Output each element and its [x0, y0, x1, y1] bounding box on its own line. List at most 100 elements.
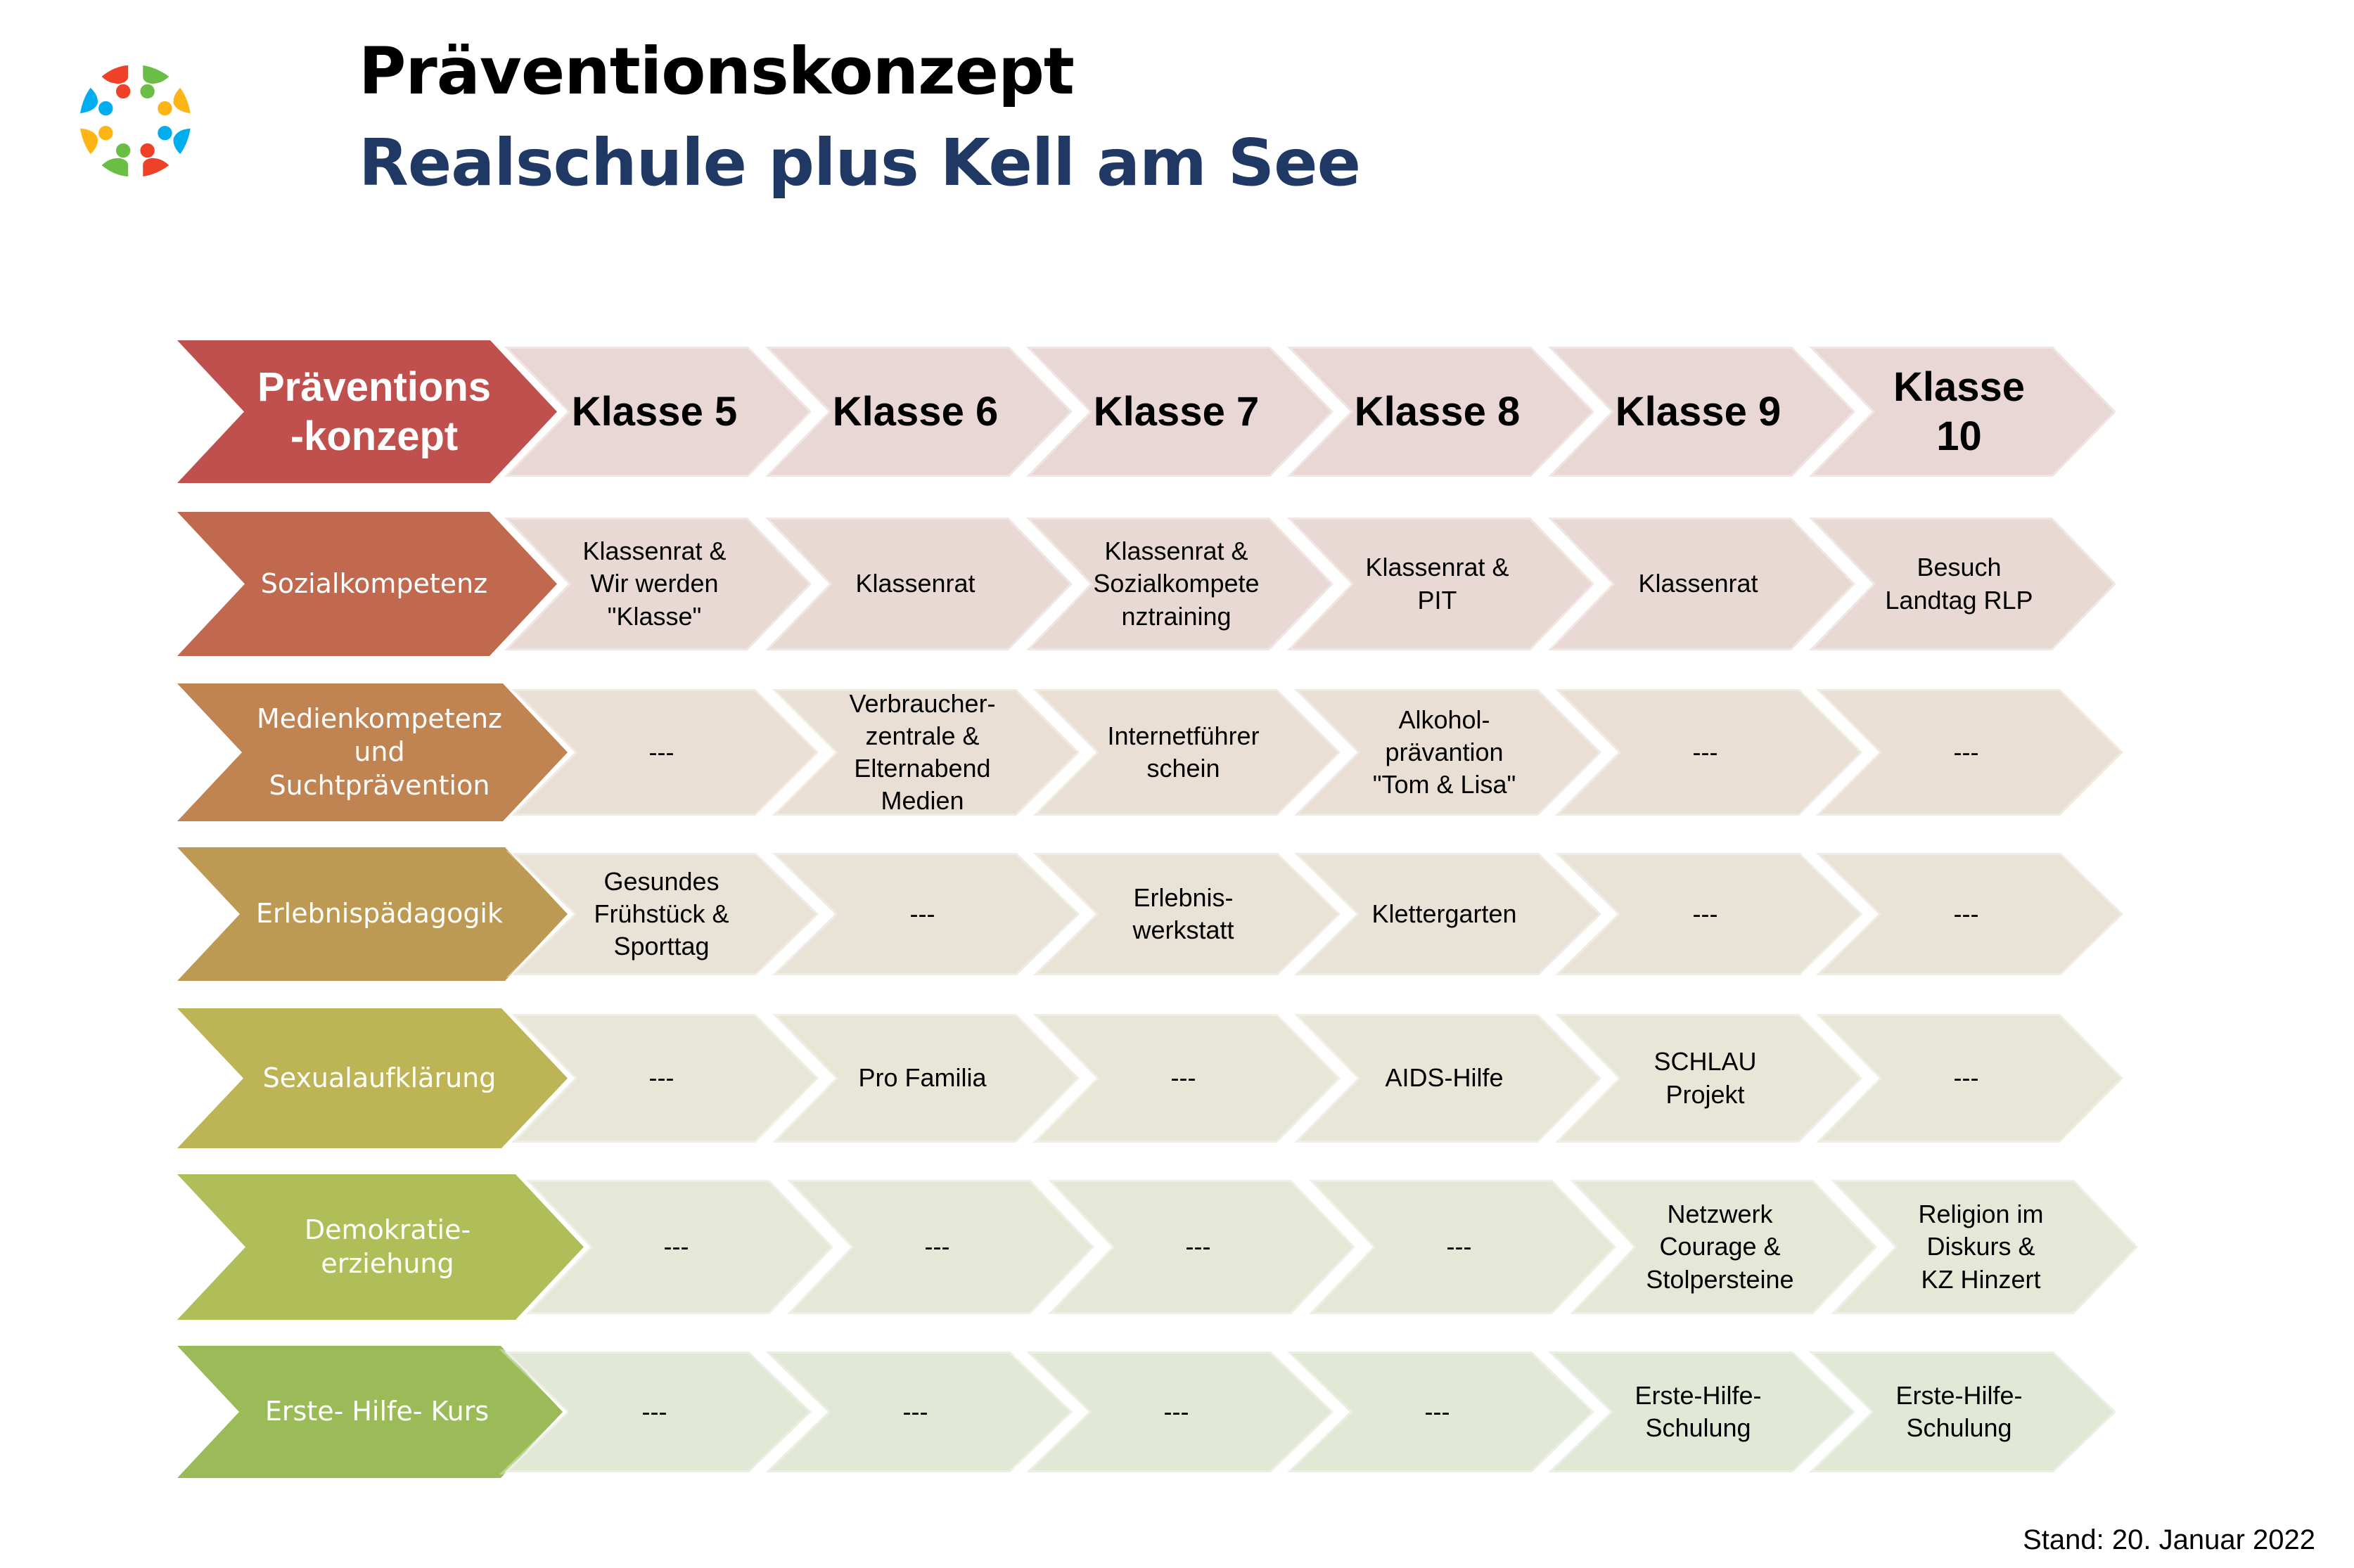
cell-chevron: ---: [1021, 1349, 1337, 1474]
chevron-arrow-shape: [1288, 687, 1605, 818]
school-logo: [49, 28, 229, 207]
cell-chevron: ---: [1303, 1178, 1620, 1316]
row-label-chevron: Erlebnispädagogik: [177, 847, 568, 981]
page-title: Präventionskonzept: [359, 34, 1075, 109]
cell-chevron: ---: [520, 1178, 837, 1316]
chevron-arrow-shape: [1303, 1178, 1620, 1316]
cell-chevron: ---: [1810, 687, 2127, 818]
cell-text: Gesundes Frühstück & Sporttag: [594, 866, 729, 961]
cell-chevron: Religion im Diskurs & KZ Hinzert: [1825, 1178, 2142, 1316]
cell-text: Klassenrat: [855, 569, 975, 598]
cell-text: Netzwerk Courage & Stolpersteine: [1646, 1200, 1794, 1294]
people-circle-logo-icon: [79, 65, 191, 177]
row-label-chevron: Demokratie- erziehung: [177, 1174, 584, 1320]
row-label-text: Sozialkompetenz: [260, 567, 488, 599]
row-label-chevron: Medienkompetenz und Suchtprävention: [177, 683, 568, 821]
cell-text: ---: [1424, 1396, 1450, 1426]
cell-chevron: AIDS-Hilfe: [1288, 1012, 1605, 1145]
chevron-arrow-shape: [1542, 345, 1859, 479]
chevron-arrow-shape: [177, 847, 568, 981]
cell-chevron: SCHLAU Projekt: [1549, 1012, 1866, 1145]
chevron-arrow-shape: [1549, 851, 1866, 977]
cell-chevron: ---: [1549, 851, 1866, 977]
cell-text: ---: [641, 1396, 667, 1426]
cell-text: Klassenrat & Wir werden "Klasse": [582, 536, 727, 631]
cell-text: Erlebnis- werkstatt: [1132, 882, 1234, 944]
cell-text: Erste-Hilfe- Schulung: [1635, 1380, 1762, 1442]
row-label-text: Medienkompetenz und Suchtprävention: [256, 702, 503, 801]
chevron-arrow-shape: [1564, 1178, 1881, 1316]
header-row: Präventions -konzept Klasse 5 Klasse 6 Klas…: [0, 340, 2354, 483]
cell-text: Klasse 5: [571, 388, 738, 435]
category-row: Sozialkompetenz Klassenrat & Wir werden "…: [0, 512, 2354, 656]
cell-text: ---: [663, 1232, 689, 1261]
cell-text: Alkohol- prävantion "Tom & Lisa": [1372, 705, 1516, 799]
cell-chevron: ---: [1042, 1178, 1359, 1316]
cell-chevron: ---: [1028, 1012, 1344, 1145]
corner-label-chevron: Präventions -konzept: [177, 340, 557, 483]
cell-text: ---: [1692, 899, 1718, 928]
cell-text: Klasse 10: [1893, 364, 2026, 459]
cell-text: Verbraucher- zentrale & Elternabend Medi…: [849, 688, 996, 816]
cell-text: Erste-Hilfe- Schulung: [1895, 1380, 2023, 1442]
cell-chevron: Klassenrat: [1542, 515, 1859, 653]
chevron-arrow-shape: [767, 687, 1083, 818]
row-label-chevron: Erste- Hilfe- Kurs: [177, 1346, 563, 1478]
cell-text: Pro Familia: [858, 1063, 987, 1093]
row-label-chevron: Sexualaufklärung: [177, 1008, 568, 1148]
column-header-chevron: Klasse 5: [499, 345, 815, 479]
cell-text: ---: [1692, 737, 1718, 766]
chevron-arrow-shape: [1021, 515, 1337, 653]
column-header-chevron: Klasse 6: [760, 345, 1076, 479]
chevron-arrow-shape: [506, 851, 822, 977]
cell-text: AIDS-Hilfe: [1385, 1063, 1504, 1093]
cell-chevron: Besuch Landtag RLP: [1803, 515, 2120, 653]
cell-text: ---: [924, 1232, 950, 1261]
chevron-arrow-shape: [506, 1012, 822, 1145]
cell-text: ---: [1953, 899, 1979, 928]
cell-chevron: ---: [506, 687, 822, 818]
row-label-chevron: Sozialkompetenz: [177, 512, 557, 656]
cell-text: Klassenrat & PIT: [1365, 553, 1509, 615]
chevron-arrow-shape: [1042, 1178, 1359, 1316]
chevron-arrow-shape: [781, 1178, 1098, 1316]
chevron-arrow-shape: [499, 515, 815, 653]
column-header-chevron: Klasse 9: [1542, 345, 1859, 479]
chevron-arrow-shape: [1810, 851, 2127, 977]
chevron-arrow-shape: [1803, 1349, 2120, 1474]
cell-text: Klassenrat & Sozialkompete nztraining: [1093, 536, 1260, 631]
category-row: Erste- Hilfe- Kurs --- --- --- --- Erste-Hilf…: [0, 1346, 2354, 1478]
cell-chevron: Klassenrat & PIT: [1281, 515, 1598, 653]
chevron-arrow-shape: [1542, 1349, 1859, 1474]
cell-chevron: Erlebnis- werkstatt: [1028, 851, 1344, 977]
cell-chevron: ---: [1810, 1012, 2127, 1145]
chevron-arrow-shape: [767, 851, 1083, 977]
chevron-arrow-shape: [1288, 1012, 1605, 1145]
category-row: Sexualaufklärung --- Pro Familia --- AIDS-Hi…: [0, 1008, 2354, 1148]
cell-text: ---: [1185, 1232, 1211, 1261]
cell-chevron: ---: [499, 1349, 815, 1474]
row-label-text: Erlebnispädagogik: [256, 898, 503, 930]
cell-text: ---: [1953, 1063, 1979, 1093]
chevron-arrow-shape: [760, 345, 1076, 479]
cell-text: Klasse 9: [1615, 388, 1782, 435]
chevron-arrow-shape: [177, 340, 557, 483]
chevron-arrow-shape: [760, 1349, 1076, 1474]
cell-text: Internetführer schein: [1107, 721, 1260, 783]
chevron-arrow-shape: [499, 1349, 815, 1474]
chevron-arrow-shape: [506, 687, 822, 818]
stand-date: Stand: 20. Januar 2022: [2023, 1524, 2315, 1555]
cell-chevron: Verbraucher- zentrale & Elternabend Medi…: [767, 687, 1083, 818]
chevron-arrow-shape: [1803, 515, 2120, 653]
cell-chevron: ---: [760, 1349, 1076, 1474]
cell-text: Klettergarten: [1371, 899, 1517, 928]
row-label-text: Demokratie- erziehung: [304, 1214, 471, 1279]
chevron-arrow-shape: [1281, 345, 1598, 479]
page-subtitle: Realschule plus Kell am See: [359, 125, 1361, 200]
cell-text: Klasse 7: [1093, 388, 1260, 435]
cell-chevron: Gesundes Frühstück & Sporttag: [506, 851, 822, 977]
cell-text: ---: [902, 1396, 928, 1426]
chevron-arrow-shape: [1028, 851, 1344, 977]
cell-chevron: Klettergarten: [1288, 851, 1605, 977]
chevron-arrow-shape: [177, 1008, 568, 1148]
